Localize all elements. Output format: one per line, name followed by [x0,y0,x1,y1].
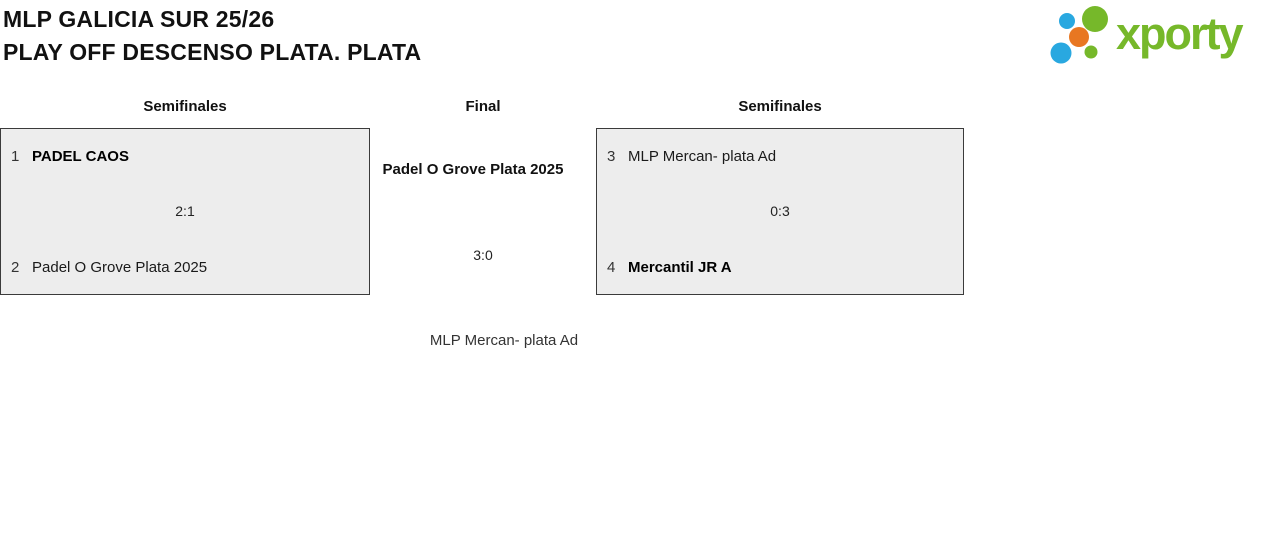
team-name: MLP Mercan- plata Ad [628,148,777,165]
page-title: MLP GALICIA SUR 25/26 PLAY OFF DESCENSO … [3,3,421,69]
final-team-top: Padel O Grove Plata 2025 [382,161,564,178]
seed-number: 2 [11,259,20,276]
final-team-bottom: MLP Mercan- plata Ad [429,332,579,349]
team-name: Mercantil JR A [628,259,732,276]
xporty-logo-text: xporty [1116,8,1244,59]
team-name: Padel O Grove Plata 2025 [32,259,208,276]
semifinal-1-team-top-row: 1 PADEL CAOS [11,148,359,165]
seed-number: 1 [11,148,20,165]
seed-number: 4 [607,259,616,276]
page-title-line1: MLP GALICIA SUR 25/26 [3,6,275,32]
semifinal-1-match-box: 1 PADEL CAOS 2:1 2 Padel O Grove Plata 2… [0,128,370,295]
team-name: PADEL CAOS [32,148,129,165]
semifinal-1-score: 2:1 [175,203,195,219]
semifinal-1-team-bottom-row: 2 Padel O Grove Plata 2025 [11,259,359,276]
xporty-logo[interactable]: xporty [1048,4,1244,64]
semifinal-2-score: 0:3 [770,203,790,219]
round-header-final: Final [465,98,501,115]
xporty-dots-icon [1050,6,1108,64]
round-header-semifinals-left: Semifinales [143,98,227,115]
semifinal-2-match-box: 3 MLP Mercan- plata Ad 0:3 4 Mercantil J… [596,128,964,295]
semifinal-2-team-bottom-row: 4 Mercantil JR A [607,259,953,276]
round-header-semifinals-right: Semifinales [738,98,822,115]
final-score: 3:0 [473,247,493,263]
semifinal-2-team-top-row: 3 MLP Mercan- plata Ad [607,148,953,165]
seed-number: 3 [607,148,616,165]
page-title-line2: PLAY OFF DESCENSO PLATA. PLATA [3,39,422,65]
